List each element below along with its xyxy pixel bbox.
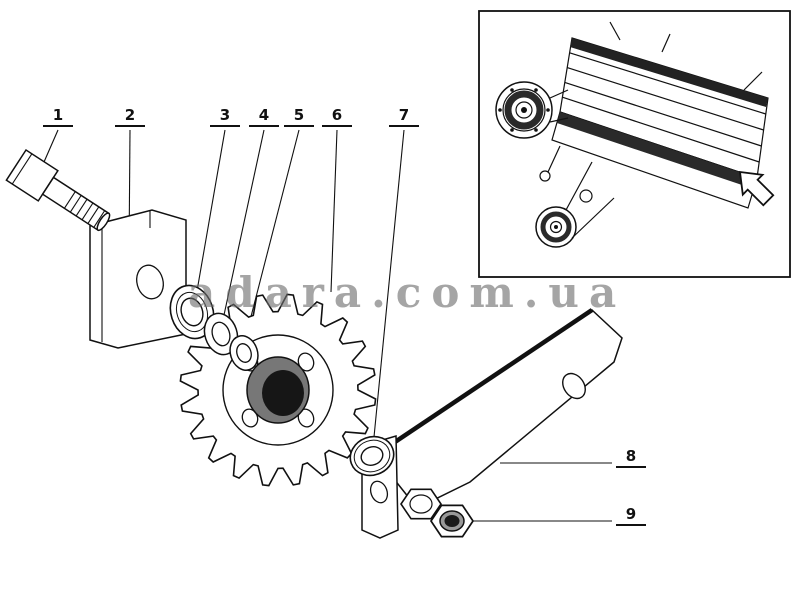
callout-7: 7 — [389, 107, 419, 127]
callout-5-label: 5 — [293, 106, 305, 124]
callout-8-label: 8 — [625, 447, 637, 465]
bracket-part-2 — [89, 209, 187, 349]
washer-part-4 — [203, 312, 239, 356]
bearing-part-3 — [169, 284, 215, 340]
callout-6-label: 6 — [331, 106, 343, 124]
callout-8: 8 — [616, 448, 646, 468]
callout-1-label: 1 — [52, 106, 64, 124]
washer-part-5 — [229, 335, 259, 371]
inset-hub-wheel — [535, 145, 615, 248]
callout-4: 4 — [249, 107, 279, 127]
bolt-part-1 — [5, 148, 111, 232]
callout-3: 3 — [210, 107, 240, 127]
callout-2: 2 — [115, 107, 145, 127]
callout-3-label: 3 — [219, 106, 231, 124]
callout-9: 9 — [616, 506, 646, 526]
inset-pulley-wheel — [495, 81, 569, 139]
callout-5: 5 — [284, 107, 314, 127]
callout-1: 1 — [43, 107, 73, 127]
callout-9-label: 9 — [625, 505, 637, 523]
callout-4-label: 4 — [258, 106, 270, 124]
leader-lines — [43, 129, 612, 522]
callout-6: 6 — [322, 107, 352, 127]
machine-inset — [478, 10, 791, 278]
callout-7-label: 7 — [398, 106, 410, 124]
washer-part-7 — [349, 435, 395, 477]
direction-arrow-icon — [738, 170, 775, 207]
callout-2-label: 2 — [124, 106, 136, 124]
nuts-part-9 — [400, 488, 475, 538]
